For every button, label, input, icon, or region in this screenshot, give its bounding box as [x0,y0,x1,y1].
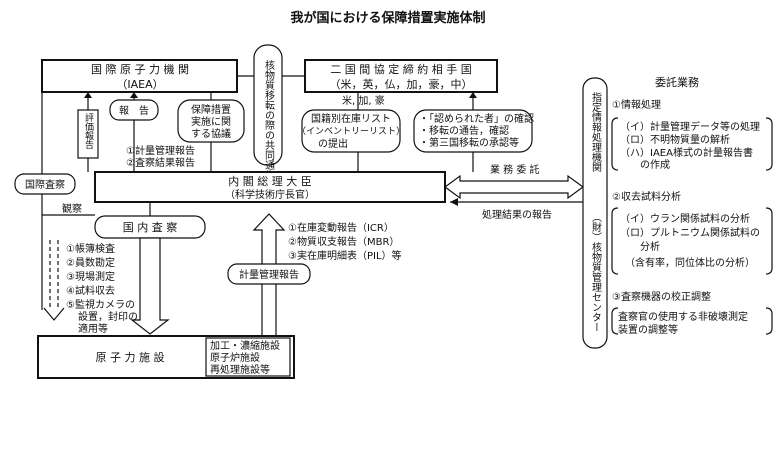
section-1-title: ①情報処理 [612,98,661,111]
accounting-report-2: ②物質収支報告（MBR） [288,235,399,248]
inspection-item-3: ③現場測定 [66,270,115,283]
observation-label: 観察 [62,202,82,215]
designated-org-line-2: （財）核物質管理センター [590,212,602,332]
us-ca-au-label: 米, 加, 豪 [342,94,385,107]
results-report-label: 処理結果の報告 [482,208,552,221]
confirmation-line-2: ・移転の通告，確認 [419,124,509,137]
inventory-line-1: 国籍別在庫リスト [311,112,391,125]
iaea-abbr: （IAEA） [116,78,163,91]
outsourced-heading: 委託業務 [655,75,699,89]
iaea-name: 国 際 原 子 力 機 関 [91,62,189,76]
iaea-box: 国 際 原 子 力 機 関 （IAEA） [41,59,238,93]
facility-label: 原 子 力 施 設 [96,350,165,364]
accounting-report-text: 計量管理報告 [239,268,299,281]
domestic-inspection-box: 国 内 査 察 [94,202,206,239]
consultation-box: 保障措置 実施に関 する協議 [177,92,245,172]
confirmation-line-1: ・「認められた者」の確認 [419,112,534,125]
report-text: 報 告 [119,104,149,117]
confirmation-box: ・「認められた者」の確認 ・移転の通告，確認 ・第三国移転の承認等 [413,92,534,172]
outsourced-business-section: 委託業務 ①情報処理 （イ）計量管理データ等の処理 （ロ）不明物質量の解析 （ハ… [611,75,773,336]
section-3-item-1: 査察官の使用する非破壊測定 [618,310,748,323]
outsourcing-label: 業 務 委 託 [490,163,540,176]
section-1-item-3: （ハ）IAEA様式の計量報告書 [620,146,753,159]
evaluation-report-text: 評価報告 [83,112,94,150]
section-3-item-2: 装置の調整等 [618,323,678,336]
evaluation-report-box: 評価報告 [77,92,99,172]
section-2-item-3: 分析 [620,240,660,253]
report-box: 報 告 [109,92,159,172]
joint-notification-text: 核物質移転の際の共同通告 [263,59,275,181]
bilateral-partners-box: 二 国 間 協 定 締 約 相 手 国 （米，英，仏，加，豪，中） [304,59,498,93]
international-inspection-text: 国際査察 [25,178,65,191]
report-to-iaea-2: ②査察結果報告 [126,156,195,169]
inspection-down-arrow [130,237,170,335]
inspection-item-5b: 設置，封印の [78,310,138,323]
bilateral-countries: （米，英，仏，加，豪，中） [330,77,473,91]
bilateral-name: 二 国 間 協 定 締 約 相 手 国 [330,62,471,76]
diagram-title: 我が国における保障措置実施体制 [290,10,485,26]
facility-item-1: 加工・濃縮施設 [210,339,280,352]
section-2-title: ②収去試料分析 [612,190,681,203]
nuclear-facility-box: 原 子 力 施 設 加工・濃縮施設 原子炉施設 再処理施設等 [37,335,295,379]
accounting-report-box: 計量管理報告 [227,263,311,285]
inventory-line-2: （インベントリーリスト） [297,126,405,137]
consultation-line-2: 実施に関 [191,115,231,128]
consultation-line-1: 保障措置 [191,103,231,116]
section-2-item-1: （イ）ウラン関係試料の分析 [620,212,750,225]
prime-minister-box: 内 閣 総 理 大 臣 （科学技術庁長官） [94,171,446,203]
prime-minister-agency: （科学技術庁長官） [225,188,315,201]
inventory-list-box: 国籍別在庫リスト （インベントリーリスト） の提出 [297,109,405,153]
inventory-line-3: の提出 [318,137,348,150]
inspection-item-2: ②員数勘定 [66,256,115,269]
accounting-report-1: ①在庫変動報告（ICR） [288,221,394,234]
inspection-item-1: ①帳簿検査 [66,242,115,255]
facility-item-2: 原子炉施設 [210,351,260,364]
confirmation-line-3: ・第三国移転の承認等 [419,136,519,149]
outsourcing-arrow [443,174,585,200]
inspection-items-arrow [43,240,65,321]
section-1-item-1: （イ）計量管理データ等の処理 [620,120,760,133]
report-to-iaea-1: ①計量管理報告 [126,144,195,157]
section-1-item-2: （ロ）不明物質量の解析 [620,133,730,146]
joint-notification-note: 核物質移転の際の共同通告 [237,44,305,181]
consultation-line-3: する協議 [191,127,231,140]
accounting-report-3: ③実在庫明細表（PIL）等 [288,249,402,262]
facility-item-3: 再処理施設等 [210,363,270,376]
section-2-item-4: （含有率，同位体比の分析） [620,256,755,269]
prime-minister-name: 内 閣 総 理 大 臣 [228,174,311,188]
inspection-item-5: ⑤監視カメラの [66,298,135,311]
designated-org-line-1: 指定情報処理機関 [590,91,602,173]
section-2-item-2: （ロ）プルトニウム関係試料の [620,226,760,239]
international-inspection-box: 国際査察 [14,92,95,310]
domestic-inspection-text: 国 内 査 察 [123,220,178,234]
section-3-title: ③査察機器の校正調整 [612,290,711,303]
inspection-item-4: ④試料収去 [66,284,115,297]
results-report-arrow [450,198,583,206]
section-1-item-4: の作成 [620,159,670,171]
inspection-item-5c: 適用等 [78,322,108,335]
designated-organization-box: 指定情報処理機関 （財）核物質管理センター [582,77,608,349]
